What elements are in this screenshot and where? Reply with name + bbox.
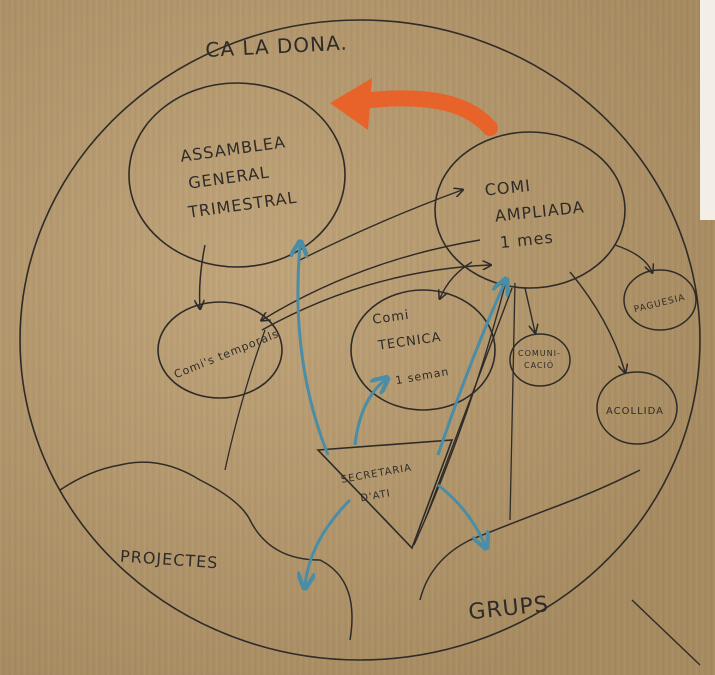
left-boundary-line	[224, 329, 266, 471]
ampliada-to-paguesia-arrow	[614, 244, 652, 272]
blue-arrow-to-ampliada	[436, 282, 505, 456]
comunicacio-label-line-2: CACIÓ	[524, 359, 554, 370]
comis-temporals-circle	[157, 301, 283, 399]
grups-hill	[419, 469, 641, 601]
assemblea-circle	[128, 82, 346, 268]
temporals-to-ampliada-arrow	[261, 265, 490, 331]
blue-arrow-to-tecnica	[353, 380, 385, 446]
acollida-circle	[596, 371, 678, 445]
right-boundary-line	[509, 282, 516, 521]
orange-arrow-head	[330, 78, 372, 130]
ampliada-to-acollida-arrow	[569, 271, 625, 372]
secretaria-to-ampliada-line-2	[424, 287, 513, 521]
ampliada-to-temporals-arrow-1	[262, 239, 481, 320]
comi-ampliada-circle	[434, 131, 626, 289]
ampliada-to-tecnica-arrow	[440, 261, 473, 298]
corner-line	[631, 599, 701, 666]
comunicacio-label-line-1: COMUNI-	[518, 349, 561, 358]
tecnica-to-ampliada-arrow	[299, 190, 462, 261]
comi-tecnica-label-line-1: Comi	[371, 308, 410, 328]
ampliada-to-comunicacio-arrow	[524, 287, 535, 332]
blue-arrow-to-grups	[437, 483, 485, 545]
outer-circle	[19, 19, 701, 661]
paguesia-circle	[623, 269, 697, 331]
orange-arrow-shaft	[347, 90, 498, 136]
comunicacio-circle	[509, 333, 571, 387]
comi-ampliada-label-line-1: COMI	[484, 176, 532, 200]
secretaria-label-line-2: D'ATI	[360, 488, 392, 504]
comi-tecnica-circle	[350, 289, 496, 411]
assemblea-to-temporals-arrow	[200, 244, 206, 308]
blue-arrow-to-projectes	[305, 498, 352, 585]
secretaria-triangle	[316, 439, 454, 550]
paper-edge	[700, 0, 715, 220]
blue-arrow-to-assemblea	[298, 245, 330, 456]
projectes-hill	[59, 461, 353, 641]
acollida-label: ACOLLIDA	[606, 406, 664, 417]
